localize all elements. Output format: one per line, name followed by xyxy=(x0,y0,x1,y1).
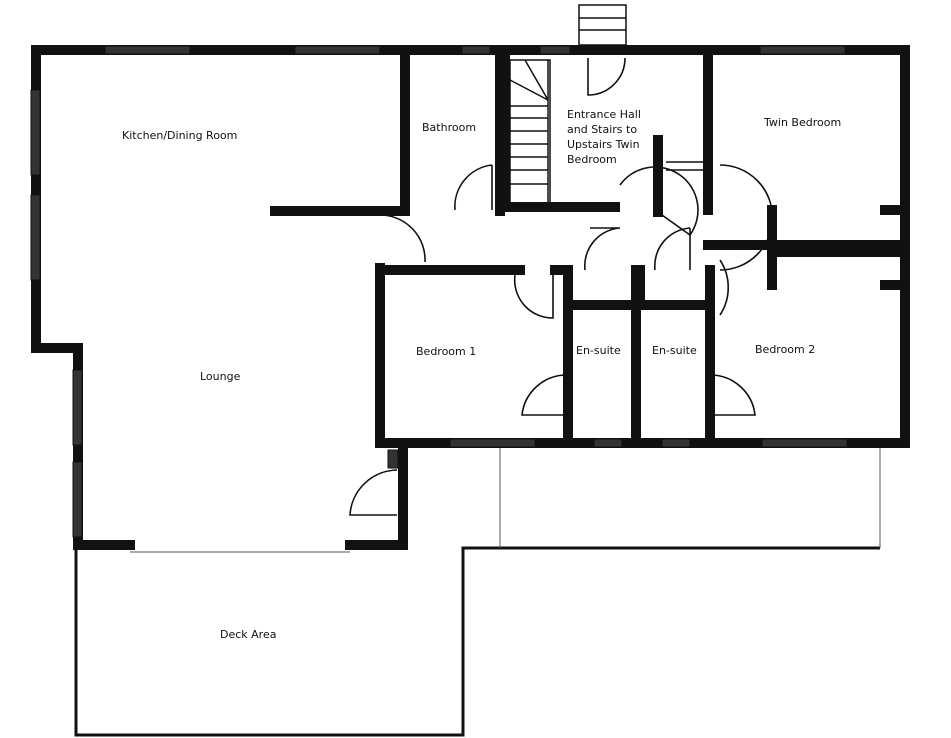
room-label-kitchen-dining: Kitchen/Dining Room xyxy=(122,129,238,142)
room-label-ensuite-1: En-suite xyxy=(576,344,621,357)
stairs xyxy=(509,59,551,206)
room-label-bedroom-2: Bedroom 2 xyxy=(755,343,816,356)
walls xyxy=(31,45,910,550)
room-label-ensuite-2: En-suite xyxy=(652,344,697,357)
room-label-lounge: Lounge xyxy=(200,370,241,383)
room-label-twin-bedroom: Twin Bedroom xyxy=(764,116,842,129)
room-label-deck-area: Deck Area xyxy=(220,628,277,641)
room-label-entrance-hall: Entrance Hall and Stairs to Upstairs Twi… xyxy=(567,108,641,166)
doors xyxy=(349,57,774,516)
deck-and-patio xyxy=(74,448,881,737)
room-label-bedroom-1: Bedroom 1 xyxy=(416,345,477,358)
windows xyxy=(30,45,848,538)
room-label-bathroom: Bathroom xyxy=(422,121,477,134)
chimney-steps xyxy=(578,4,627,46)
